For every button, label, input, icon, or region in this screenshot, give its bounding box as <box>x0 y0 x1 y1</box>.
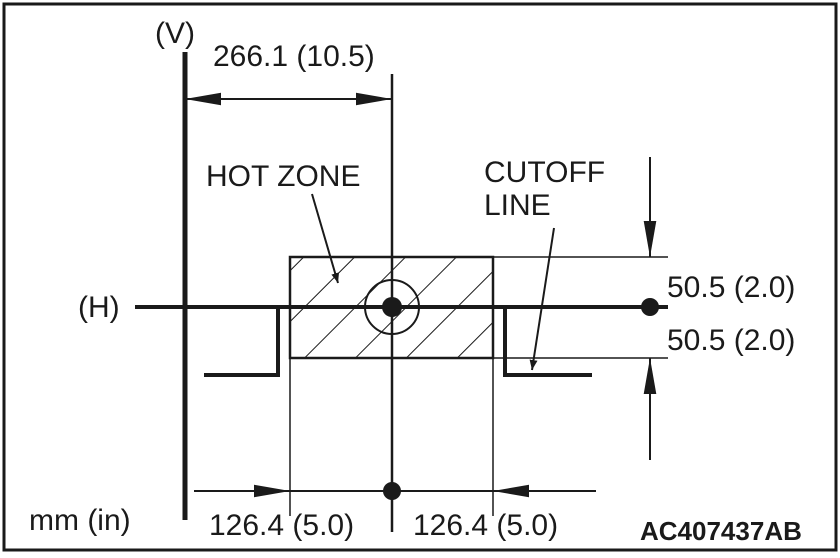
figure-code: AC407437AB <box>640 516 802 546</box>
v-axis-label: (V) <box>155 17 195 50</box>
bottom-right-dimension-label: 126.4 (5.0) <box>413 509 558 542</box>
top-dimension-label: 266.1 (10.5) <box>213 40 375 73</box>
right-reference-dot <box>641 298 659 316</box>
hot-zone-leader <box>311 193 340 284</box>
lower-dimension-label: 50.5 (2.0) <box>667 324 795 357</box>
cutoff-label-line1: CUTOFF <box>484 156 605 189</box>
h-axis-label: (H) <box>78 291 120 324</box>
hot-zone-label: HOT ZONE <box>206 160 360 193</box>
cutoff-line-leader <box>529 227 555 371</box>
bottom-left-dimension-label: 126.4 (5.0) <box>209 509 354 542</box>
center-target-dot <box>382 297 402 317</box>
cutoff-label-line2: LINE <box>484 189 551 222</box>
upper-dimension-label: 50.5 (2.0) <box>667 271 795 304</box>
units-label: mm (in) <box>29 504 131 537</box>
center-target-ring <box>364 279 420 335</box>
